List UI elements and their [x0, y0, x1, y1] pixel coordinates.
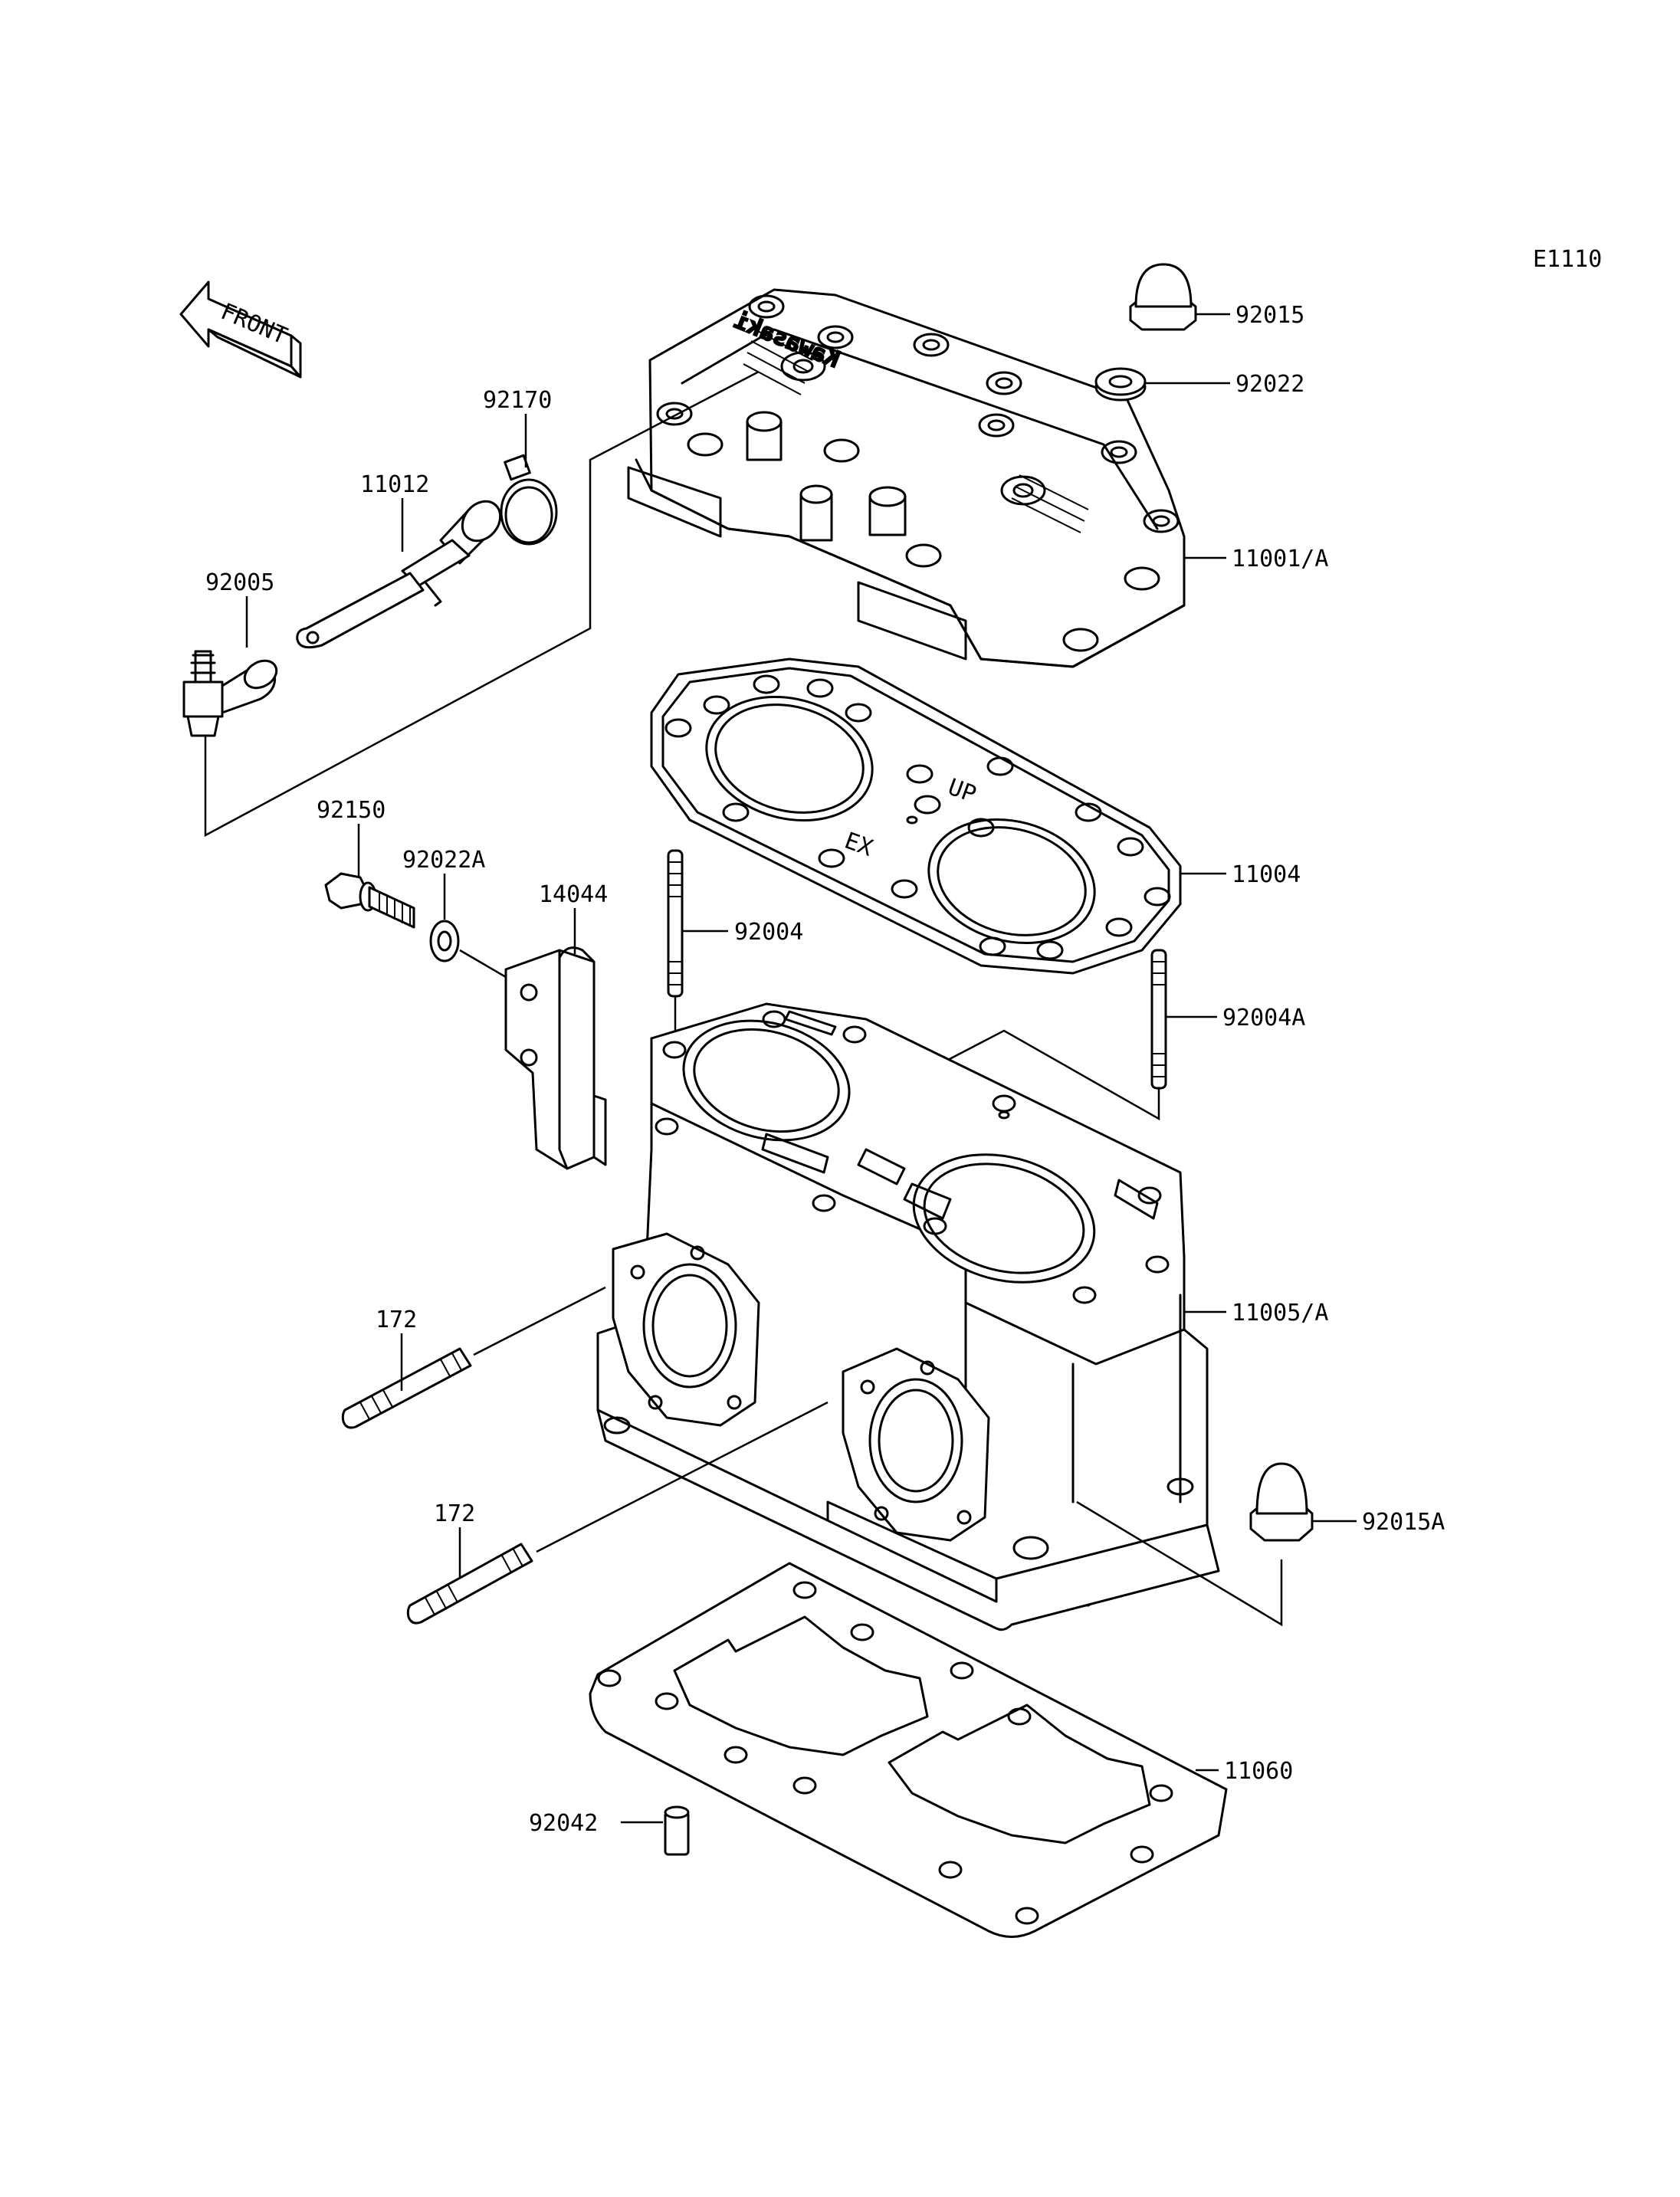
label-92015: 92015	[1235, 302, 1304, 329]
label-11060: 11060	[1224, 1758, 1293, 1785]
label-92004: 92004	[734, 919, 803, 946]
stud-172-upper-line	[473, 1286, 606, 1356]
label-11001A: 11001/A	[1232, 546, 1328, 572]
label-92042: 92042	[529, 1810, 598, 1837]
cap-nut-92015[interactable]	[1129, 263, 1197, 331]
label-92005: 92005	[205, 569, 274, 596]
cylinder-block[interactable]	[596, 1002, 1220, 1631]
label-11005A: 11005/A	[1232, 1300, 1328, 1326]
base-gasket[interactable]	[589, 1562, 1228, 1938]
washer-92022A-line	[459, 949, 507, 979]
stud-92004[interactable]	[667, 849, 684, 998]
head-gasket[interactable]: UP EX	[650, 657, 1182, 975]
label-92150: 92150	[317, 797, 386, 824]
connector-line	[204, 370, 760, 838]
label-14044: 14044	[539, 881, 608, 908]
label-172-lower: 172	[434, 1500, 475, 1527]
diagram-code: E1110	[1533, 246, 1602, 273]
hose-fitting-11012[interactable]	[296, 494, 508, 649]
bracket-14044[interactable]	[504, 946, 607, 1170]
stud-172-lower[interactable]	[406, 1543, 533, 1625]
bolt-92150[interactable]	[324, 872, 415, 929]
front-arrow-icon: FRONT	[179, 280, 302, 379]
cylinder-head[interactable]: Kawasaki	[627, 288, 1186, 668]
label-11004: 11004	[1232, 861, 1301, 888]
clamp-92170[interactable]	[500, 454, 558, 546]
washer-92022[interactable]	[1094, 367, 1147, 402]
elbow-fitting-92005[interactable]	[182, 650, 281, 737]
label-92022: 92022	[1235, 371, 1304, 398]
stud-172-lower-line	[536, 1401, 829, 1553]
washer-92022A[interactable]	[429, 920, 460, 962]
dowel-pin-92042[interactable]	[664, 1805, 690, 1856]
label-92015A: 92015A	[1362, 1509, 1445, 1536]
cap-nut-92015A-line	[1076, 1500, 1283, 1627]
label-172-upper: 172	[376, 1307, 417, 1333]
stud-92004A[interactable]	[1150, 949, 1167, 1090]
label-92022A: 92022A	[402, 847, 485, 874]
callouts: 92015 92022 92170 11012 92005 11001/A 11…	[205, 302, 1445, 1837]
label-11012: 11012	[360, 471, 429, 498]
cap-nut-92015A[interactable]	[1249, 1462, 1314, 1542]
label-92004A: 92004A	[1222, 1005, 1305, 1031]
stud-172-upper[interactable]	[341, 1347, 472, 1429]
label-92170: 92170	[483, 387, 552, 414]
